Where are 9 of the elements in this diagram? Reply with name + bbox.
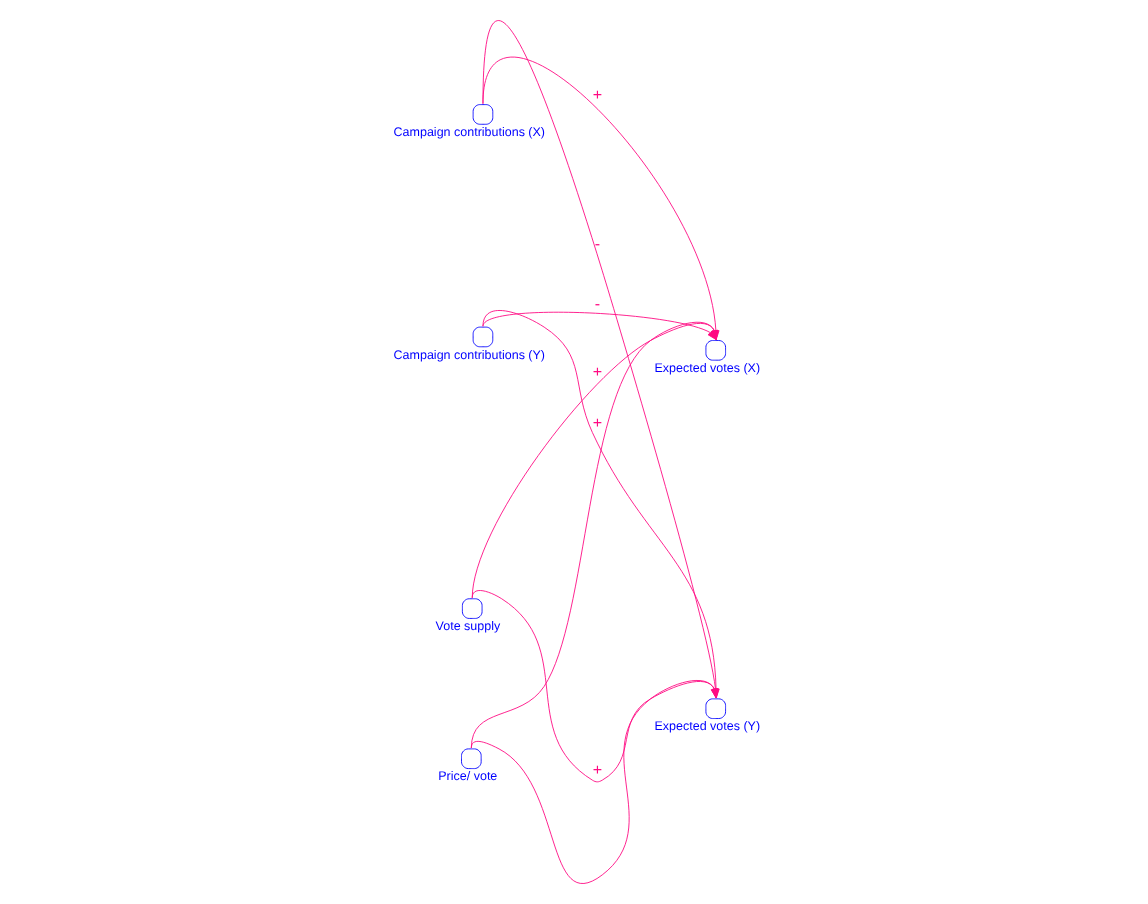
edge-label: - — [593, 294, 600, 313]
edge-label: + — [591, 413, 602, 432]
edge-label: - — [593, 234, 600, 253]
arrow — [469, 680, 717, 884]
edge-label: + — [591, 761, 602, 780]
edge-label: + — [591, 362, 602, 381]
edge-label: + — [591, 85, 602, 104]
arrow — [481, 311, 716, 341]
arrow — [470, 590, 717, 783]
